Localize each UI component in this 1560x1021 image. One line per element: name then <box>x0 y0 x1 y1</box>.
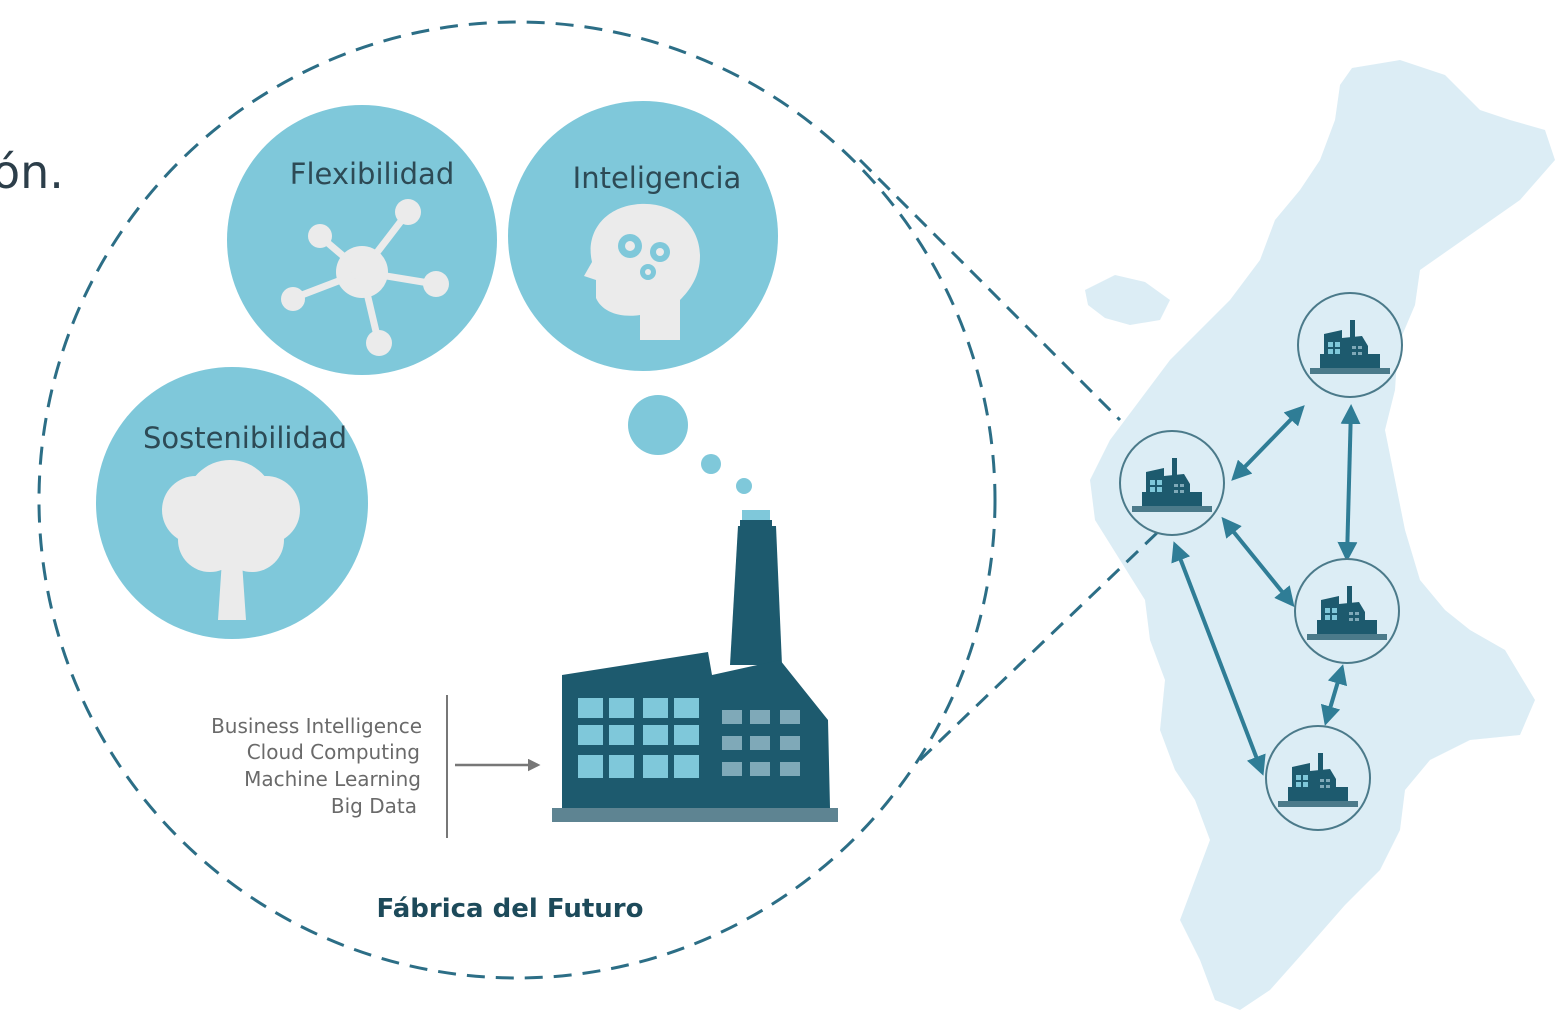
flexibilidad-label: Flexibilidad <box>290 157 454 191</box>
technology-item: Machine Learning <box>244 767 421 791</box>
factory-scope-circle <box>37 20 997 980</box>
factory-icon <box>552 510 838 822</box>
factory-caption: Fábrica del Futuro <box>377 894 644 924</box>
arrow-icon <box>1231 405 1305 481</box>
arrow-icon <box>1320 664 1348 726</box>
network-factory-node <box>1297 292 1403 398</box>
thought-dot-small <box>736 478 752 494</box>
thought-dot-large <box>628 395 688 455</box>
network-factory-node <box>1265 725 1371 831</box>
arrow-icon <box>1171 541 1266 776</box>
partial-heading: ón. <box>0 145 64 199</box>
brain-gears-icon <box>584 203 700 340</box>
connector-line-bottom <box>918 528 1162 762</box>
connector-line-top <box>858 158 1122 422</box>
network-factory-node <box>1294 558 1400 664</box>
network-icon <box>281 199 449 356</box>
technology-item: Cloud Computing <box>247 740 420 764</box>
technology-list: Business Intelligence Cloud Computing Ma… <box>211 714 422 818</box>
network-factory-node <box>1119 430 1225 536</box>
inteligencia-bubble: Inteligencia <box>508 101 778 371</box>
tree-icon <box>162 460 300 620</box>
factory-network-arrows <box>1171 404 1361 776</box>
technology-item: Business Intelligence <box>211 714 422 738</box>
inteligencia-label: Inteligencia <box>573 161 742 195</box>
flexibilidad-bubble: Flexibilidad <box>227 105 497 375</box>
technology-item: Big Data <box>331 794 417 818</box>
thought-dot-medium <box>701 454 721 474</box>
sostenibilidad-bubble: Sostenibilidad <box>96 367 368 639</box>
arrow-icon <box>1337 404 1361 562</box>
sostenibilidad-label: Sostenibilidad <box>143 421 347 455</box>
